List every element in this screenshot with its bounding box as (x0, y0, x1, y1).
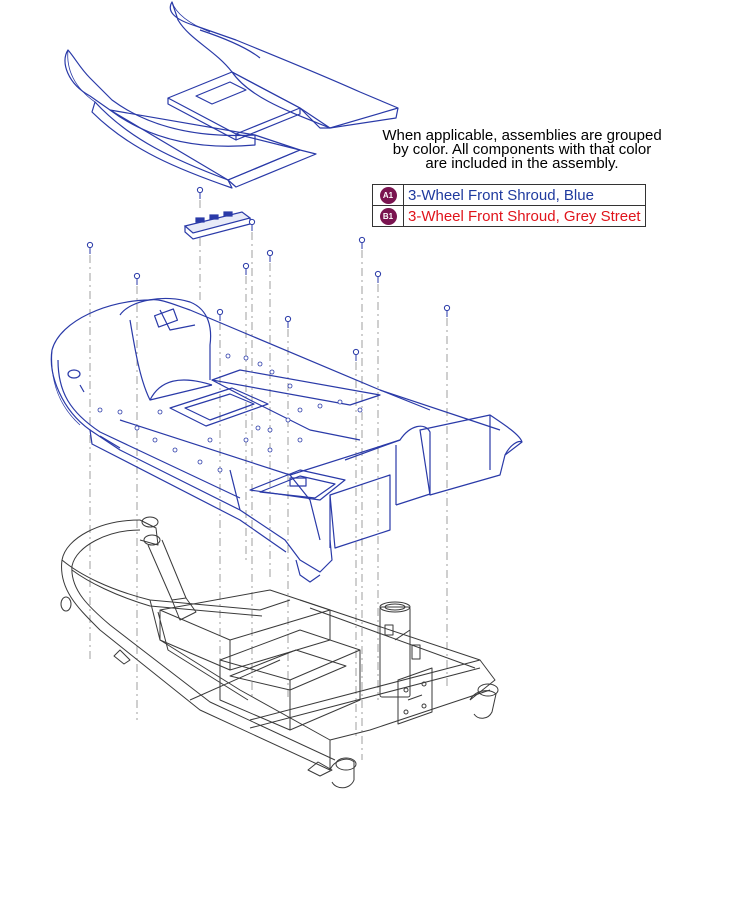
note-line-3: are included in the assembly. (425, 155, 619, 172)
screw (352, 348, 360, 361)
deck-holes (97, 353, 363, 473)
screw (443, 304, 451, 317)
badge-b1: B1 (379, 207, 397, 225)
screw (358, 236, 366, 249)
legend-row-b1: B1 3-Wheel Front Shroud, Grey Street (372, 205, 646, 227)
alignment-lines (89, 200, 448, 760)
front-shroud (50, 297, 523, 583)
base-frame (60, 516, 499, 789)
screw (133, 272, 141, 285)
floor-mat (64, 1, 399, 189)
legend-label-a1: 3-Wheel Front Shroud, Blue (403, 184, 646, 206)
note-line-1: When applicable, assemblies are grouped (382, 127, 662, 144)
assembly-note: When applicable, assemblies are grouped … (352, 127, 692, 172)
screw (196, 186, 204, 199)
screw (284, 315, 292, 328)
legend-label-b1: 3-Wheel Front Shroud, Grey Street (403, 205, 646, 227)
screw (248, 218, 256, 231)
screw (242, 262, 250, 275)
note-line-2: by color. All components with that color (392, 141, 652, 158)
screws (86, 186, 451, 361)
badge-a1: A1 (379, 186, 397, 204)
legend-row-a1: A1 3-Wheel Front Shroud, Blue (372, 184, 646, 206)
center-plug (183, 211, 252, 240)
screw (374, 270, 382, 283)
screw (216, 308, 224, 321)
assembly-legend: A1 3-Wheel Front Shroud, Blue B1 3-Wheel… (372, 184, 646, 227)
screw (86, 241, 94, 254)
screw (266, 249, 274, 262)
